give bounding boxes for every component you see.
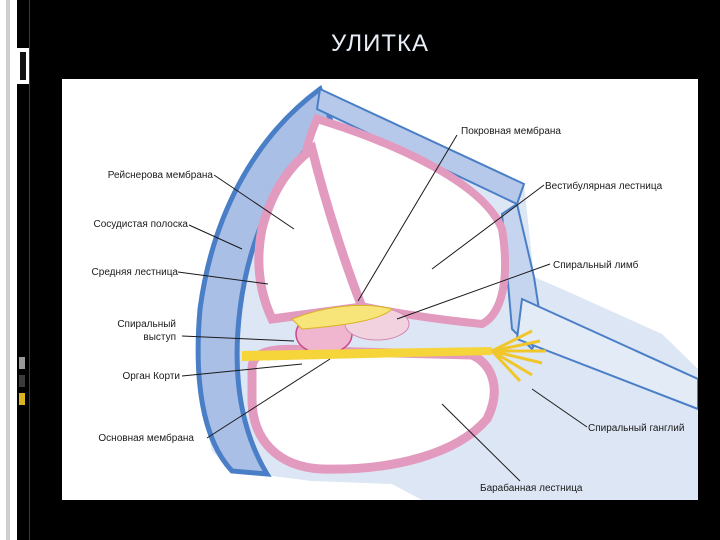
spiral-ganglion-fibers [490,329,546,383]
label-spiral-ganglion: Спиральный ганглий [588,423,684,434]
label-basilar-membrane: Основная мембрана [98,432,194,444]
basilar-membrane [242,347,492,361]
cochlea-diagram: Рейснерова мембрана Сосудистая полоска С… [62,79,698,500]
label-spiral-prominence-2: выступ [143,332,176,343]
decor-square-dark [19,375,25,387]
cochlea-svg: Рейснерова мембрана Сосудистая полоска С… [92,84,698,500]
scala-tympani [247,344,499,474]
nerve-channel [515,297,698,411]
decor-square-yellow [19,393,25,405]
label-spiral-prominence-1: Спиральный [117,319,176,330]
label-reissner-membrane: Рейснерова мембрана [108,169,214,181]
label-organ-of-corti: Орган Корти [122,371,180,382]
label-scala-vestibuli: Вестибулярная лестница [545,180,663,192]
scala-media [254,141,369,324]
label-spiral-limbus: Спиральный лимб [553,259,639,271]
decor-bar-dark [20,52,26,80]
label-stria-vascularis: Сосудистая полоска [93,219,188,230]
decor-square-gray [19,357,25,369]
tectorial-membrane [291,304,393,330]
slide-title: УЛИТКА [330,30,430,57]
label-tectorial-membrane: Покровная мембрана [461,125,561,137]
leader-lines [177,134,588,482]
decor-bar-inner [6,0,10,540]
label-scala-media: Средняя лестница [92,267,179,278]
decor-line [29,0,30,540]
label-scala-tympani: Барабанная лестница [480,482,583,494]
